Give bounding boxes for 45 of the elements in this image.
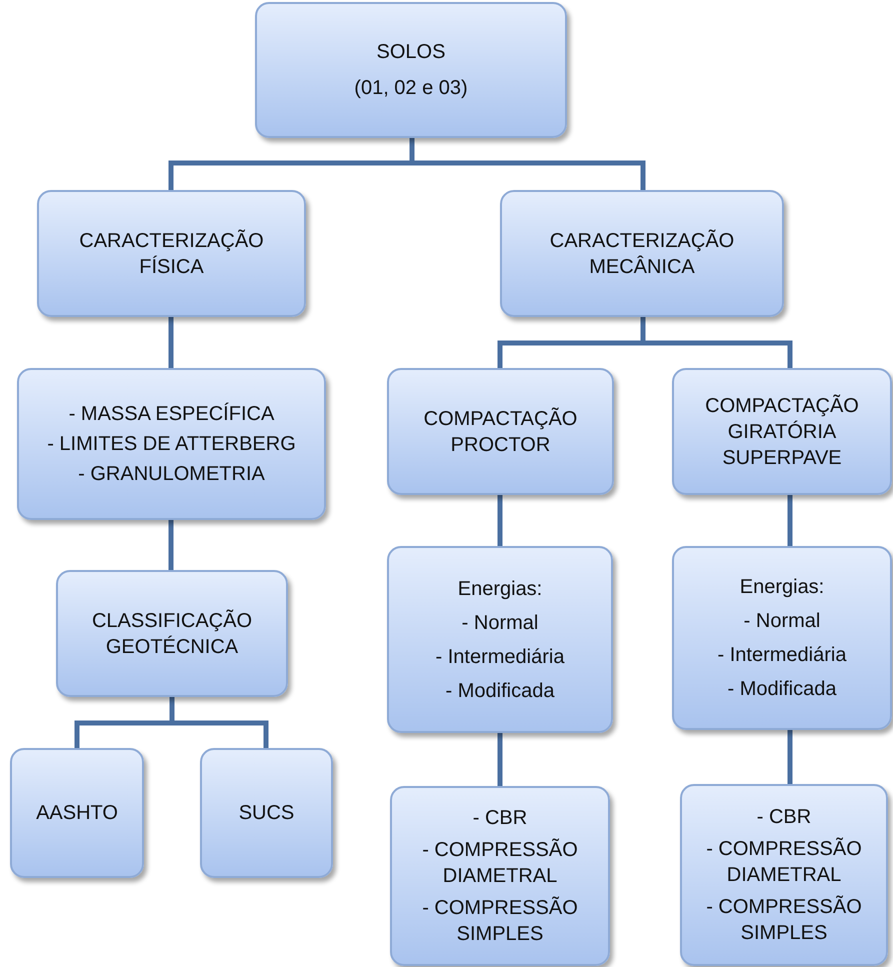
node-text: CARACTERIZAÇÃO MECÂNICA bbox=[548, 228, 736, 280]
process-box bbox=[680, 784, 888, 966]
node-text: - CBR bbox=[472, 806, 528, 831]
node-text: - Intermediária bbox=[436, 644, 564, 670]
node-text: - GRANULOMETRIA bbox=[78, 462, 265, 487]
node-text: - MASSA ESPECÍFICA bbox=[68, 402, 274, 427]
process-box bbox=[37, 190, 306, 317]
process-box bbox=[387, 368, 614, 495]
node-text: CLASSIFICAÇÃO GEOTÉCNICA bbox=[90, 608, 254, 660]
node-text: Energias: bbox=[458, 576, 542, 602]
process-box bbox=[17, 368, 326, 520]
node-text: COMPACTAÇÃO PROCTOR bbox=[422, 406, 578, 458]
node-text: - Modificada bbox=[728, 677, 836, 702]
node-text: - COMPRESSÃO SIMPLES bbox=[705, 894, 863, 946]
node-text: Energias: bbox=[740, 575, 824, 600]
process-box bbox=[10, 748, 144, 878]
node-text: - CBR bbox=[756, 805, 812, 830]
process-box bbox=[255, 2, 567, 138]
node-text: - Modificada bbox=[446, 678, 554, 704]
connector-line bbox=[788, 730, 792, 784]
node-text: - COMPRESSÃO SIMPLES bbox=[421, 896, 579, 947]
connector-line bbox=[498, 495, 502, 546]
node-text: - Normal bbox=[462, 610, 538, 636]
connector-line bbox=[168, 317, 174, 368]
node-text: - COMPRESSÃO DIAMETRAL bbox=[421, 838, 579, 889]
connector-line bbox=[168, 520, 174, 570]
node-text: - COMPRESSÃO DIAMETRAL bbox=[705, 836, 863, 888]
node-text: (01, 02 e 03) bbox=[354, 76, 468, 101]
node-text: - LIMITES DE ATTERBERG bbox=[47, 432, 296, 457]
node-text: - Intermediária bbox=[718, 643, 846, 668]
node-text: CARACTERIZAÇÃO FÍSICA bbox=[78, 228, 265, 280]
process-box bbox=[672, 368, 892, 495]
node-text: COMPACTAÇÃO GIRATÓRIA SUPERPAVE bbox=[704, 394, 860, 470]
process-box bbox=[500, 190, 784, 317]
process-box bbox=[56, 570, 288, 697]
process-box bbox=[672, 546, 892, 730]
connector-line bbox=[498, 733, 502, 786]
node-text: SUCS bbox=[238, 801, 294, 826]
connector-line bbox=[788, 495, 792, 546]
node-text: AASHTO bbox=[36, 801, 118, 826]
node-text: SOLOS bbox=[376, 40, 446, 65]
process-box bbox=[390, 786, 610, 966]
node-text: - Normal bbox=[744, 609, 820, 634]
process-box bbox=[200, 748, 333, 878]
process-box bbox=[387, 546, 613, 733]
